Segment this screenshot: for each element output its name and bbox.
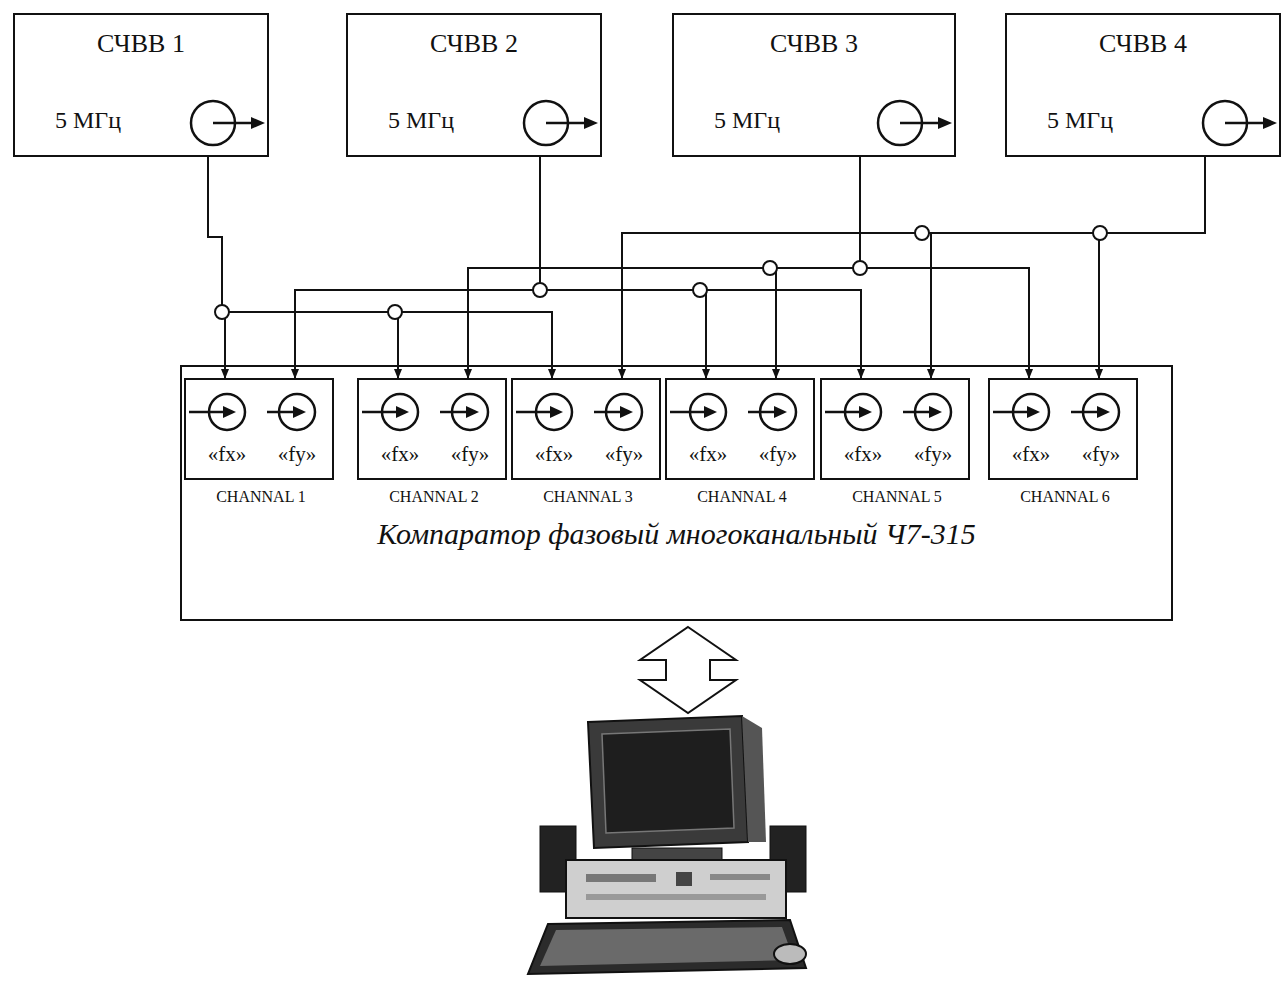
input-label: «fx» [1002, 442, 1060, 466]
input-label: «fy» [749, 442, 807, 466]
junction-dot [215, 305, 229, 319]
channel-box: «fx»«fy»CHANNAL 6 [988, 378, 1138, 480]
junction-dot [533, 283, 547, 297]
device-name: СЧВВ 1 [15, 29, 267, 59]
input-label: «fy» [268, 442, 326, 466]
junction-dot [915, 226, 929, 240]
comparator-title: Компаратор фазовый многоканальный Ч7-315 [327, 513, 1027, 555]
channel-name: CHANNAL 1 [176, 488, 346, 506]
signal-line [860, 157, 1029, 378]
channel-box: «fx»«fy»CHANNAL 5 [820, 378, 970, 480]
frequency-standard-box: СЧВВ 1 5 МГц [13, 13, 269, 157]
signal-line [468, 157, 860, 378]
channel-box: «fx»«fy»CHANNAL 2 [357, 378, 507, 480]
junction-dot [853, 261, 867, 275]
channel-name: CHANNAL 2 [349, 488, 519, 506]
comparator-box: Компаратор фазовый многоканальный Ч7-315… [180, 365, 1173, 621]
input-label: «fx» [371, 442, 429, 466]
input-symbol [186, 380, 336, 482]
junction-dot [693, 283, 707, 297]
input-symbol [513, 380, 663, 482]
channel-box: «fx»«fy»CHANNAL 3 [511, 378, 661, 480]
frequency-standard-box: СЧВВ 4 5 МГц [1005, 13, 1281, 157]
input-symbol [667, 380, 817, 482]
input-label: «fx» [834, 442, 892, 466]
computer-symbol [528, 716, 806, 974]
input-label: «fy» [904, 442, 962, 466]
input-symbol [359, 380, 509, 482]
frequency-value: 5 МГц [388, 107, 454, 135]
input-label: «fx» [525, 442, 583, 466]
channel-box: «fx»«fy»CHANNAL 4 [665, 378, 815, 480]
input-label: «fx» [198, 442, 256, 466]
junction-dot [1093, 226, 1107, 240]
channel-name: CHANNAL 6 [980, 488, 1150, 506]
channel-name: CHANNAL 4 [657, 488, 827, 506]
input-label: «fx» [679, 442, 737, 466]
data-link-arrow [640, 627, 736, 713]
signal-line [1099, 157, 1205, 378]
device-name: СЧВВ 3 [674, 29, 954, 59]
channel-box: «fx»«fy»CHANNAL 1 [184, 378, 334, 480]
input-symbol [822, 380, 972, 482]
channel-name: CHANNAL 3 [503, 488, 673, 506]
input-label: «fy» [595, 442, 653, 466]
frequency-value: 5 МГц [1047, 107, 1113, 135]
device-name: СЧВВ 4 [1007, 29, 1279, 59]
device-name: СЧВВ 2 [348, 29, 600, 59]
input-label: «fy» [441, 442, 499, 466]
frequency-standard-box: СЧВВ 3 5 МГц [672, 13, 956, 157]
input-symbol [990, 380, 1140, 482]
channel-name: CHANNAL 5 [812, 488, 982, 506]
junction-dot [763, 261, 777, 275]
junction-dot [388, 305, 402, 319]
frequency-standard-box: СЧВВ 2 5 МГц [346, 13, 602, 157]
input-label: «fy» [1072, 442, 1130, 466]
signal-line [931, 157, 1205, 378]
signal-line [622, 157, 1205, 378]
frequency-value: 5 МГц [55, 107, 121, 135]
signal-line [776, 157, 860, 378]
frequency-value: 5 МГц [714, 107, 780, 135]
signal-line [208, 157, 398, 378]
